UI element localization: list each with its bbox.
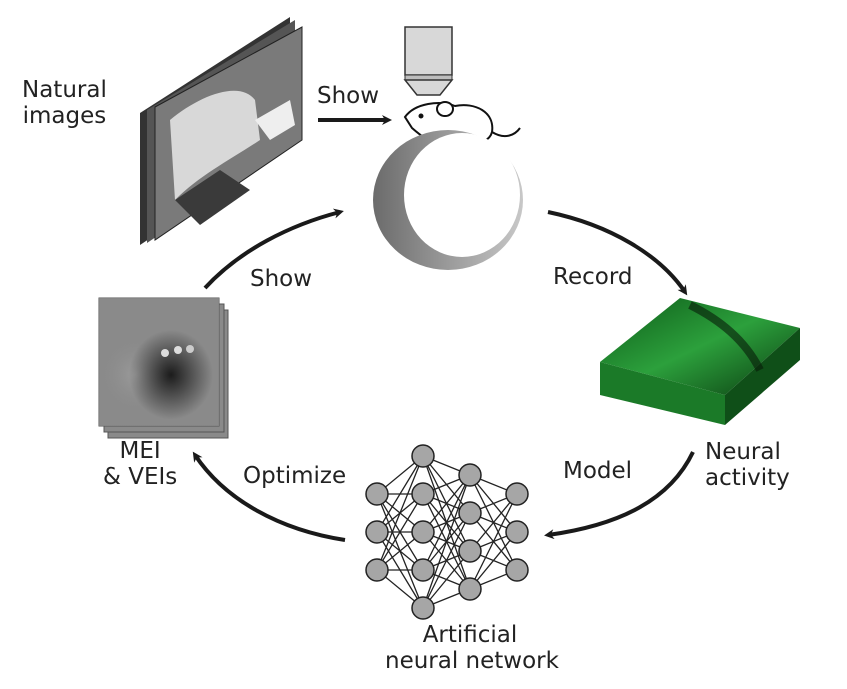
network-edge <box>469 493 518 590</box>
network-edge <box>376 455 424 533</box>
model-arrow <box>544 451 695 540</box>
microscope-objective-icon <box>403 26 454 96</box>
network-node <box>411 596 435 620</box>
network-edge <box>376 455 424 571</box>
network-node <box>411 558 435 582</box>
label-mei-veis: MEI & VEIs <box>103 438 177 490</box>
network-edge <box>422 474 471 533</box>
network-node <box>365 482 389 506</box>
label-natural-line2: images <box>22 103 107 129</box>
label-record: Record <box>553 264 633 290</box>
network-node <box>458 577 482 601</box>
network-edge <box>422 550 471 609</box>
record-arrow <box>547 210 688 296</box>
network-node <box>458 463 482 487</box>
label-neural-activity: Neural activity <box>705 439 790 491</box>
treadmill-wheel <box>373 130 523 270</box>
network-edge <box>422 474 471 571</box>
label-show-left: Show <box>250 266 313 292</box>
network-node <box>505 520 529 544</box>
optimize-arrow <box>192 451 346 542</box>
label-optimize: Optimize <box>243 463 347 489</box>
mei-image-stack <box>98 297 229 439</box>
label-show-top: Show <box>317 83 380 109</box>
label-neural-line1: Neural <box>705 439 781 465</box>
network-node <box>365 558 389 582</box>
network-node <box>505 558 529 582</box>
network-edge <box>469 531 518 590</box>
label-natural-images: Natural images <box>22 77 107 129</box>
label-natural-line1: Natural <box>22 77 107 103</box>
network-node <box>458 501 482 525</box>
label-neural-line2: activity <box>705 465 790 491</box>
label-mei-line2: & VEIs <box>103 464 178 490</box>
label-ann: Artificial neural network <box>385 622 559 674</box>
network-node <box>411 482 435 506</box>
show-arrow-left <box>203 208 344 290</box>
network-edge <box>422 474 471 609</box>
neural-activity-volume <box>600 298 800 425</box>
natural-images-stack <box>140 17 303 245</box>
network-node <box>505 482 529 506</box>
network-node <box>365 520 389 544</box>
label-mei-line1: MEI <box>119 438 161 464</box>
neural-network-graph <box>365 444 529 620</box>
network-node <box>411 520 435 544</box>
label-ann-line1: Artificial <box>422 622 518 648</box>
network-edge <box>422 512 471 609</box>
network-node <box>458 539 482 563</box>
network-edge <box>376 493 424 571</box>
network-edge <box>469 493 518 552</box>
label-model: Model <box>563 458 633 484</box>
label-ann-line2: neural network <box>385 648 559 674</box>
network-node <box>411 444 435 468</box>
